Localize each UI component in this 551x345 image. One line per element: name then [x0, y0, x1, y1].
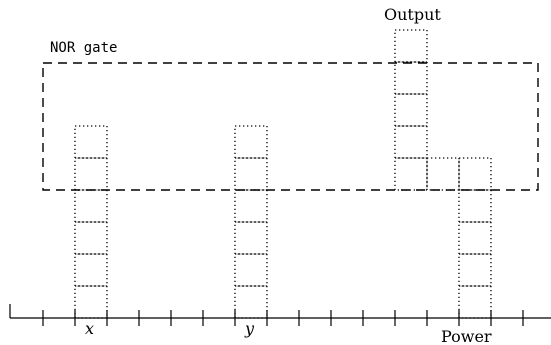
x-cell [74, 285, 108, 319]
output-cell [394, 157, 428, 191]
x-label: x [85, 319, 94, 338]
output-cell [394, 93, 428, 127]
y-cell [234, 253, 268, 287]
power-cell [458, 189, 492, 223]
connector-cell [426, 157, 460, 191]
power-label: Power [441, 327, 492, 345]
x-cell [74, 253, 108, 287]
power-column [458, 157, 492, 319]
x-column [74, 125, 108, 319]
nor-gate-boundary [42, 62, 539, 191]
y-cell [234, 189, 268, 223]
connector-column [426, 157, 460, 191]
x-cell [74, 221, 108, 255]
output-cell [394, 61, 428, 95]
y-cell [234, 125, 268, 159]
cell-columns [74, 29, 492, 319]
y-cell [234, 285, 268, 319]
gate-label: NOR gate [50, 40, 117, 56]
ruler [9, 304, 551, 326]
x-cell [74, 189, 108, 223]
output-column [394, 29, 428, 191]
y-cell [234, 221, 268, 255]
x-cell [74, 157, 108, 191]
output-cell [394, 125, 428, 159]
power-cell [458, 285, 492, 319]
power-cell [458, 221, 492, 255]
power-cell [458, 157, 492, 191]
y-cell [234, 157, 268, 191]
output-label: Output [384, 5, 441, 24]
output-cell [394, 29, 428, 63]
y-column [234, 125, 268, 319]
power-cell [458, 253, 492, 287]
x-cell [74, 125, 108, 159]
y-label: y [244, 319, 255, 338]
